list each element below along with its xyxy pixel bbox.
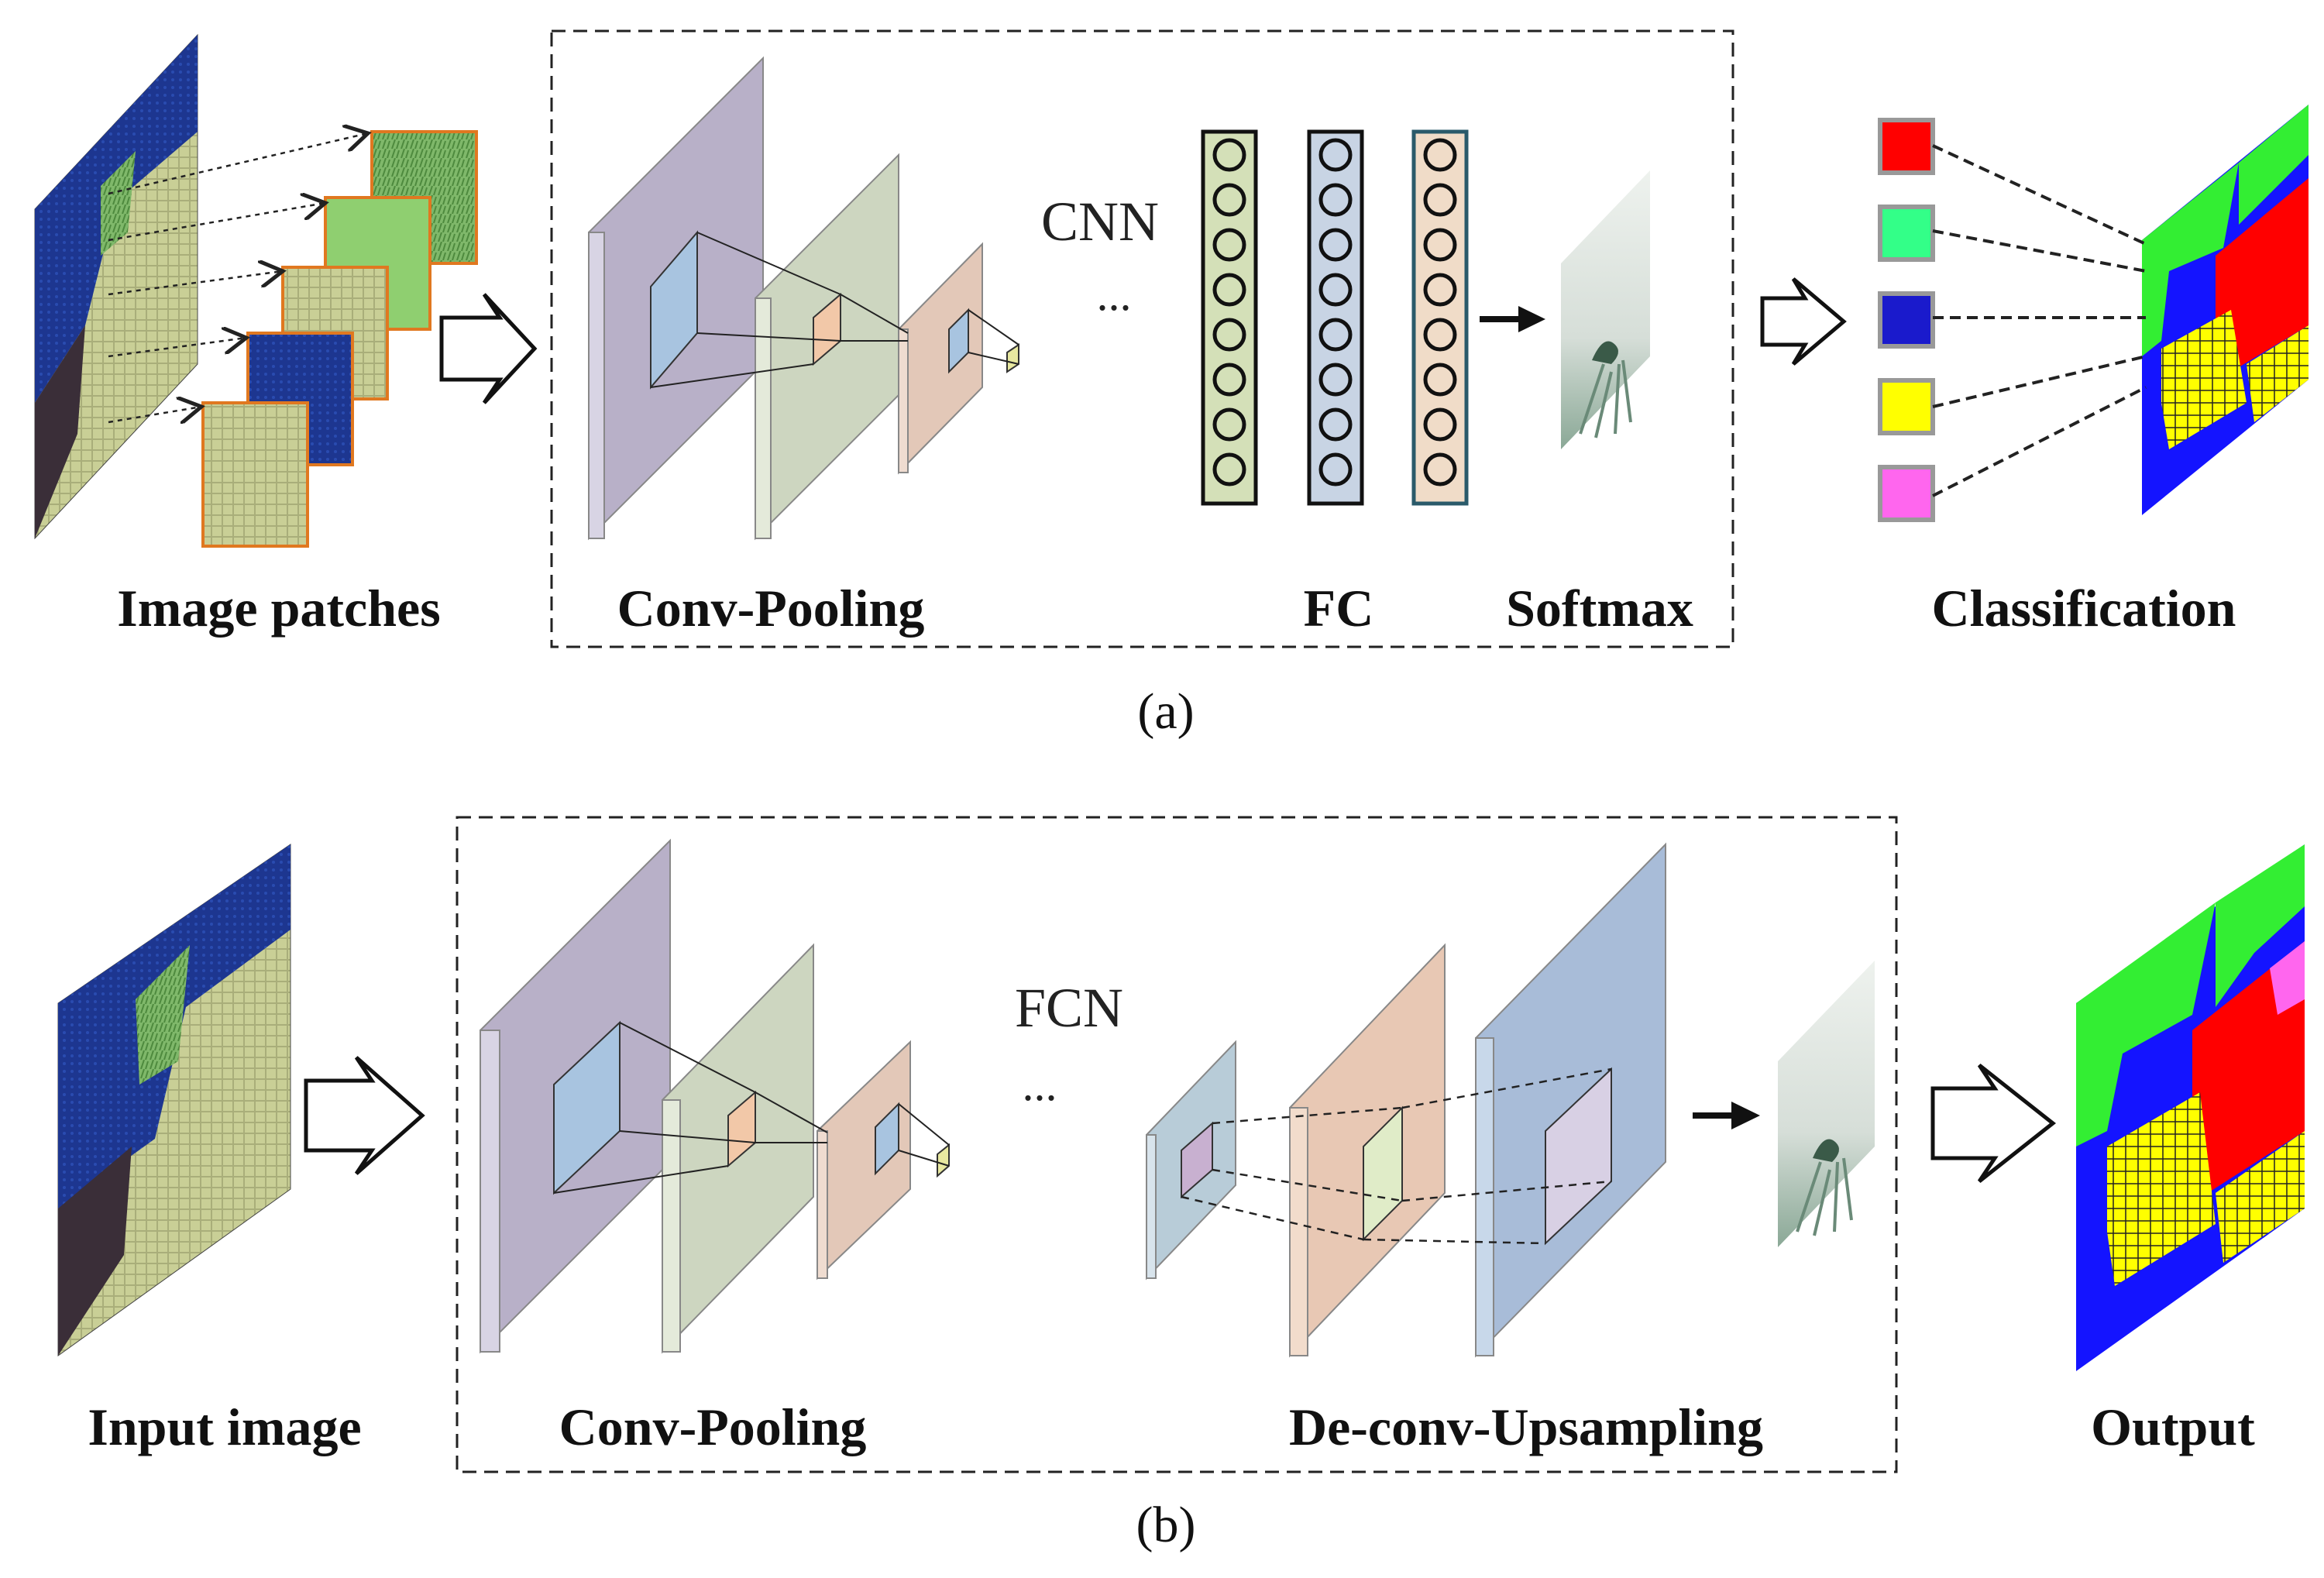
classification-map	[2142, 105, 2309, 515]
class-swatch	[1878, 465, 1935, 522]
fc-neuron	[1212, 452, 1246, 486]
conv-layer-3-a	[898, 242, 1019, 475]
conv-layer-1-b	[480, 838, 671, 1354]
class-swatch	[1878, 118, 1935, 175]
fc-neuron	[1318, 363, 1353, 397]
fc-neuron	[1212, 363, 1246, 397]
fc-neuron	[1423, 407, 1457, 442]
softmax-label: Softmax	[1506, 579, 1693, 638]
fc-neuron	[1423, 452, 1457, 486]
hollow-arrow-b2	[1930, 1064, 2057, 1183]
output-label: Output	[2091, 1398, 2255, 1456]
conv-projection-lines-a	[650, 232, 1019, 388]
fc-neuron	[1318, 138, 1353, 172]
hollow-arrow-a2	[1760, 277, 1847, 366]
conv-layer-2-b	[662, 943, 814, 1354]
fc-column-3	[1411, 129, 1469, 506]
softmax-plate-b	[1778, 961, 1875, 1247]
fc-neuron	[1318, 273, 1353, 307]
deconv-layer-3	[1475, 842, 1666, 1358]
panel-b: Input image FCN	[57, 816, 2305, 1553]
conv-projection-lines-b	[553, 1022, 950, 1194]
fc-neuron	[1423, 363, 1457, 397]
panel-a: Image patches	[34, 29, 2309, 740]
fc-label: FC	[1304, 579, 1374, 638]
deconv-label: De-conv-Upsampling	[1289, 1398, 1763, 1456]
conv-pooling-label-a: Conv-Pooling	[617, 579, 925, 638]
fc-neuron	[1423, 183, 1457, 217]
ellipsis-a: ...	[1097, 269, 1132, 320]
image-patches-label: Image patches	[117, 579, 440, 638]
input-image-b	[57, 844, 291, 1356]
deconv-layer-2	[1289, 943, 1446, 1358]
fc-neuron	[1212, 138, 1246, 172]
fc-neuron	[1423, 273, 1457, 307]
class-swatches	[1878, 118, 1935, 522]
output-map	[2076, 844, 2305, 1371]
fc-neuron	[1212, 273, 1246, 307]
hollow-arrow-a1	[439, 293, 538, 404]
conv-layer-3-b	[816, 1040, 950, 1281]
fc-neuron	[1318, 452, 1353, 486]
class-swatch	[1878, 205, 1935, 262]
fc-neuron	[1212, 407, 1246, 442]
caption-b: (b)	[1136, 1497, 1196, 1553]
satellite-image-a	[34, 33, 198, 540]
classification-lines	[1932, 144, 2147, 497]
class-swatch	[1878, 291, 1935, 349]
patch-arrows	[108, 133, 368, 422]
fc-column-1	[1201, 129, 1258, 506]
fcn-label: FCN	[1015, 977, 1123, 1039]
deconv-projection-lines	[1181, 1067, 1612, 1245]
classification-label: Classification	[1932, 579, 2236, 638]
fc-neuron	[1318, 318, 1353, 352]
caption-a: (a)	[1137, 683, 1194, 740]
fc-neuron	[1318, 407, 1353, 442]
fc-neuron	[1423, 138, 1457, 172]
fc-neuron	[1318, 228, 1353, 262]
fc-neuron	[1423, 318, 1457, 352]
deconv-layer-1	[1146, 1040, 1236, 1281]
conv-layer-2-a	[755, 153, 899, 541]
fc-column-2	[1307, 129, 1364, 506]
hollow-arrow-b1	[304, 1056, 425, 1175]
conv-pooling-label-b: Conv-Pooling	[559, 1398, 867, 1456]
input-image-label: Input image	[88, 1398, 361, 1456]
softmax-plate-a	[1561, 170, 1650, 449]
class-swatch	[1878, 378, 1935, 435]
fc-neuron	[1212, 318, 1246, 352]
ellipsis-b: ...	[1023, 1059, 1057, 1110]
fc-neuron	[1423, 228, 1457, 262]
conv-layer-1-a	[588, 56, 764, 541]
cnn-label: CNN	[1041, 191, 1159, 253]
cnn-dashed-box	[550, 29, 1734, 648]
fc-neuron	[1318, 183, 1353, 217]
fc-neuron	[1212, 183, 1246, 217]
softmax-arrow-a	[1480, 306, 1545, 332]
fc-neuron	[1212, 228, 1246, 262]
fcn-dashed-box	[456, 816, 1898, 1473]
image-patches	[201, 130, 478, 548]
fc-neuron-nodes	[1212, 138, 1457, 486]
softmax-arrow-b	[1693, 1102, 1760, 1129]
